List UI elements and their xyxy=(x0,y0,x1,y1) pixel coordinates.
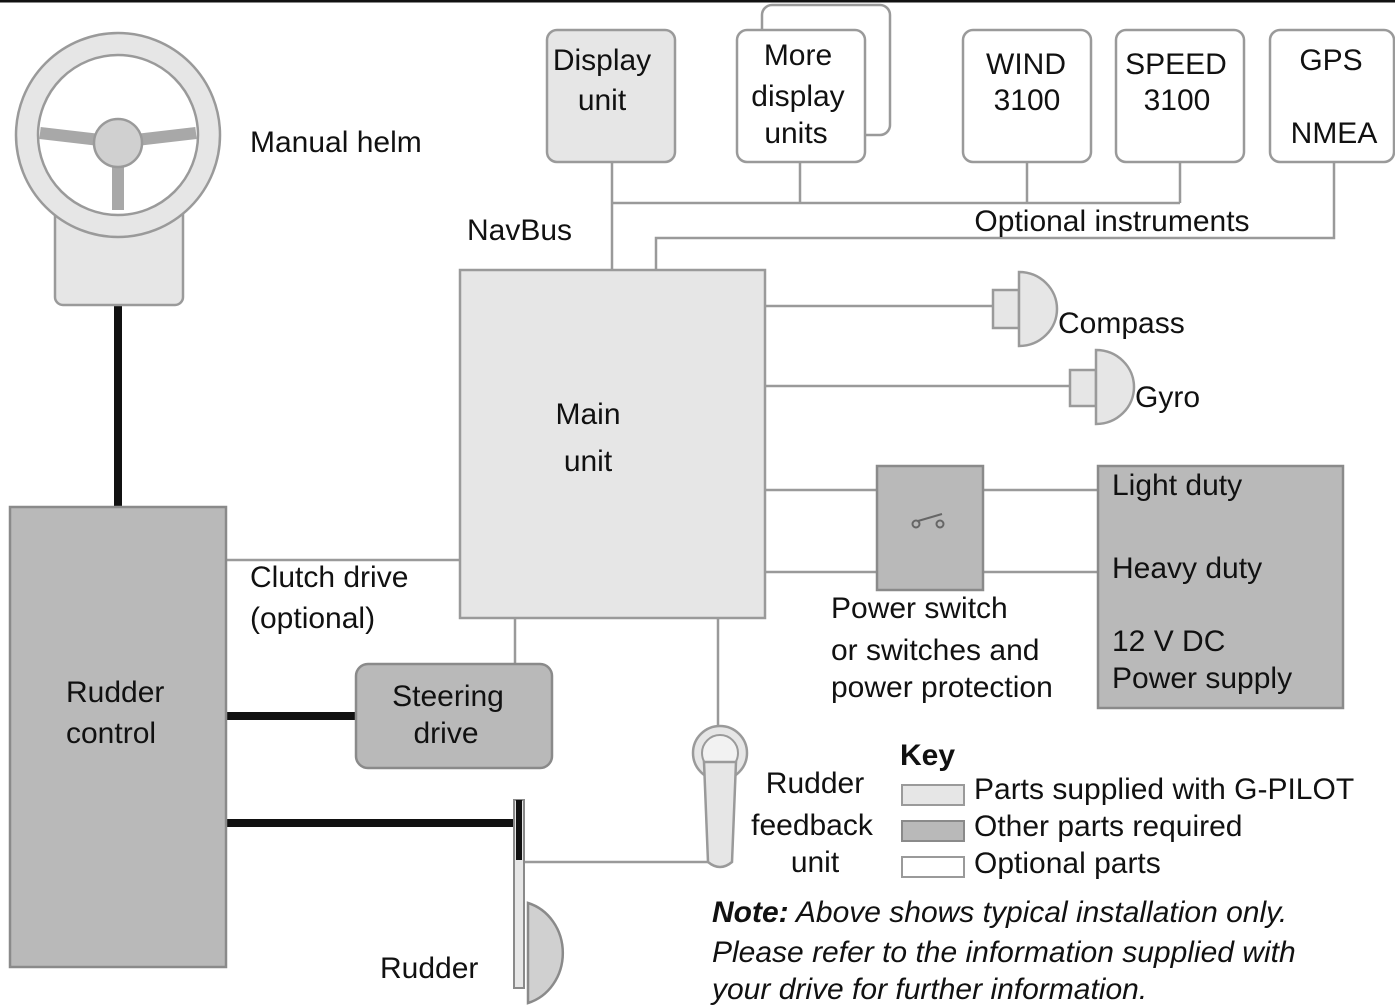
rudder-feedback-unit-icon xyxy=(691,724,749,869)
steering-drive-label-line1: Steering xyxy=(392,680,504,713)
switch-symbol-icon xyxy=(911,513,945,529)
speed-3100-instrument: SPEED 3100 xyxy=(1114,28,1246,164)
key-swatch-supplied xyxy=(901,784,965,806)
compass-label: Compass xyxy=(1058,307,1185,340)
note-bold: Note: xyxy=(712,896,789,929)
display-unit-label-line1: Display xyxy=(553,44,651,77)
rudder-control: Rudder control xyxy=(8,505,228,969)
power-switch xyxy=(875,464,985,592)
key-swatch-other xyxy=(901,820,965,842)
mechanical-links xyxy=(114,305,518,827)
rudder-control-label-line2: control xyxy=(66,717,156,750)
steering-drive-label-line2: drive xyxy=(413,717,478,750)
optional-instruments-label: Optional instruments xyxy=(974,205,1249,238)
more-display-label-line3: units xyxy=(764,117,827,150)
navbus-label: NavBus xyxy=(467,214,572,247)
power-switch-label-line2: or switches and xyxy=(831,634,1039,667)
more-display-label-line1: More xyxy=(764,39,832,72)
manual-helm-wheel-icon xyxy=(14,31,222,307)
main-unit: Main unit xyxy=(458,268,767,620)
main-unit-label-line2: unit xyxy=(564,445,613,478)
gyro-sensor-icon xyxy=(1068,348,1136,426)
speed-label-line2: 3100 xyxy=(1144,84,1211,117)
note-line3: your drive for further information. xyxy=(710,973,1147,1006)
note-line2: Please refer to the information supplied… xyxy=(712,936,1296,969)
rudder-label: Rudder xyxy=(380,952,478,985)
wind-3100-instrument: WIND 3100 xyxy=(961,28,1093,164)
light-duty-label: Light duty xyxy=(1112,469,1242,502)
display-unit-label-line2: unit xyxy=(578,84,627,117)
manual-helm-label: Manual helm xyxy=(250,126,422,159)
key-item-optional: Optional parts xyxy=(974,847,1161,880)
installation-note: Note: Above shows typical installation o… xyxy=(710,896,1296,1006)
heavy-duty-label: Heavy duty xyxy=(1112,552,1262,585)
power-switch-label-line1: Power switch xyxy=(831,592,1008,625)
clutch-drive-label-line2: (optional) xyxy=(250,602,375,635)
note-line1-text: Above shows typical installation only. xyxy=(789,896,1288,929)
key-item-supplied: Parts supplied with G-PILOT xyxy=(974,773,1354,806)
wind-label-line1: WIND xyxy=(986,48,1066,81)
wind-label-line2: 3100 xyxy=(994,84,1061,117)
main-unit-label-line1: Main xyxy=(555,398,620,431)
steering-drive: Steering drive xyxy=(354,662,554,770)
gps-nmea-instrument: GPS NMEA xyxy=(1268,28,1395,164)
power-switch-label-line3: power protection xyxy=(831,671,1053,704)
key-item-other: Other parts required xyxy=(974,810,1242,843)
voltage-label: 12 V DC xyxy=(1112,625,1225,658)
rudder-feedback-label-line3: unit xyxy=(791,846,840,879)
rudder-feedback-label-line1: Rudder xyxy=(766,767,864,800)
gps-label-line2: NMEA xyxy=(1291,117,1378,150)
navbus-wiring xyxy=(226,162,1336,864)
rudder-icon xyxy=(513,799,564,1005)
legend-key: Key Parts supplied with G-PILOT Other pa… xyxy=(900,739,1354,880)
note-line1: Note: Above shows typical installation o… xyxy=(712,896,1287,929)
display-unit: Display unit xyxy=(545,28,677,164)
more-display-label-line2: display xyxy=(751,80,844,113)
key-title: Key xyxy=(900,739,955,772)
gps-label-line1: GPS xyxy=(1299,44,1362,77)
power-supply-label: Power supply xyxy=(1112,662,1292,695)
more-display-units: More display units xyxy=(735,3,892,164)
power-supply: Light duty Heavy duty 12 V DC Power supp… xyxy=(1096,464,1345,710)
clutch-drive-label-line1: Clutch drive xyxy=(250,561,408,594)
rudder-control-label-line1: Rudder xyxy=(66,676,164,709)
speed-label-line1: SPEED xyxy=(1125,48,1227,81)
rudder-feedback-label-line2: feedback xyxy=(751,809,874,842)
compass-sensor-icon xyxy=(991,270,1059,348)
gyro-label: Gyro xyxy=(1135,381,1200,414)
key-swatch-optional xyxy=(901,856,965,878)
